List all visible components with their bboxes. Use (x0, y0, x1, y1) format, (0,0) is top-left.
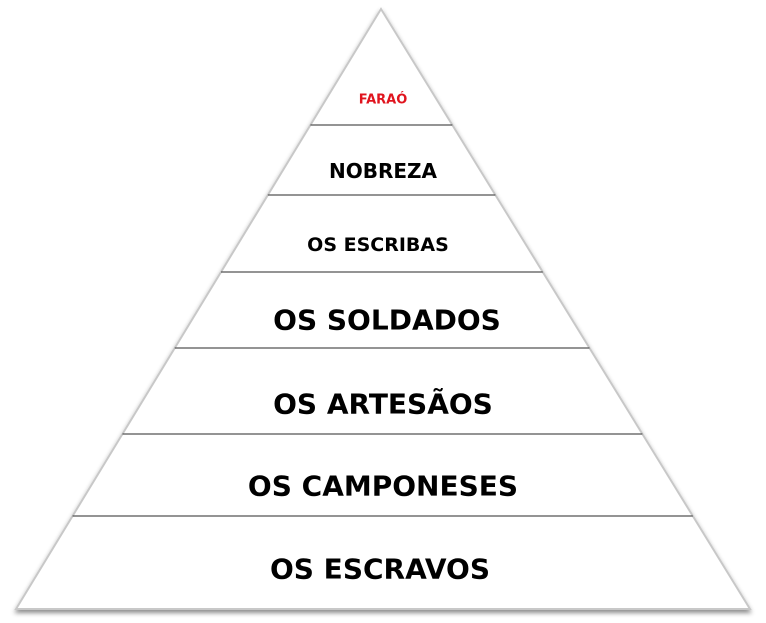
pyramid-outline (14, 7, 752, 610)
level-camponeses: OS CAMPONESES (248, 470, 518, 503)
level-farao: FARAÓ (359, 92, 408, 108)
level-artesaos: OS ARTESÃOS (273, 387, 493, 421)
level-soldados: OS SOLDADOS (273, 304, 501, 337)
level-escravos: OS ESCRAVOS (270, 553, 490, 586)
level-escribas: OS ESCRIBAS (307, 234, 449, 256)
level-nobreza: NOBREZA (329, 159, 438, 183)
